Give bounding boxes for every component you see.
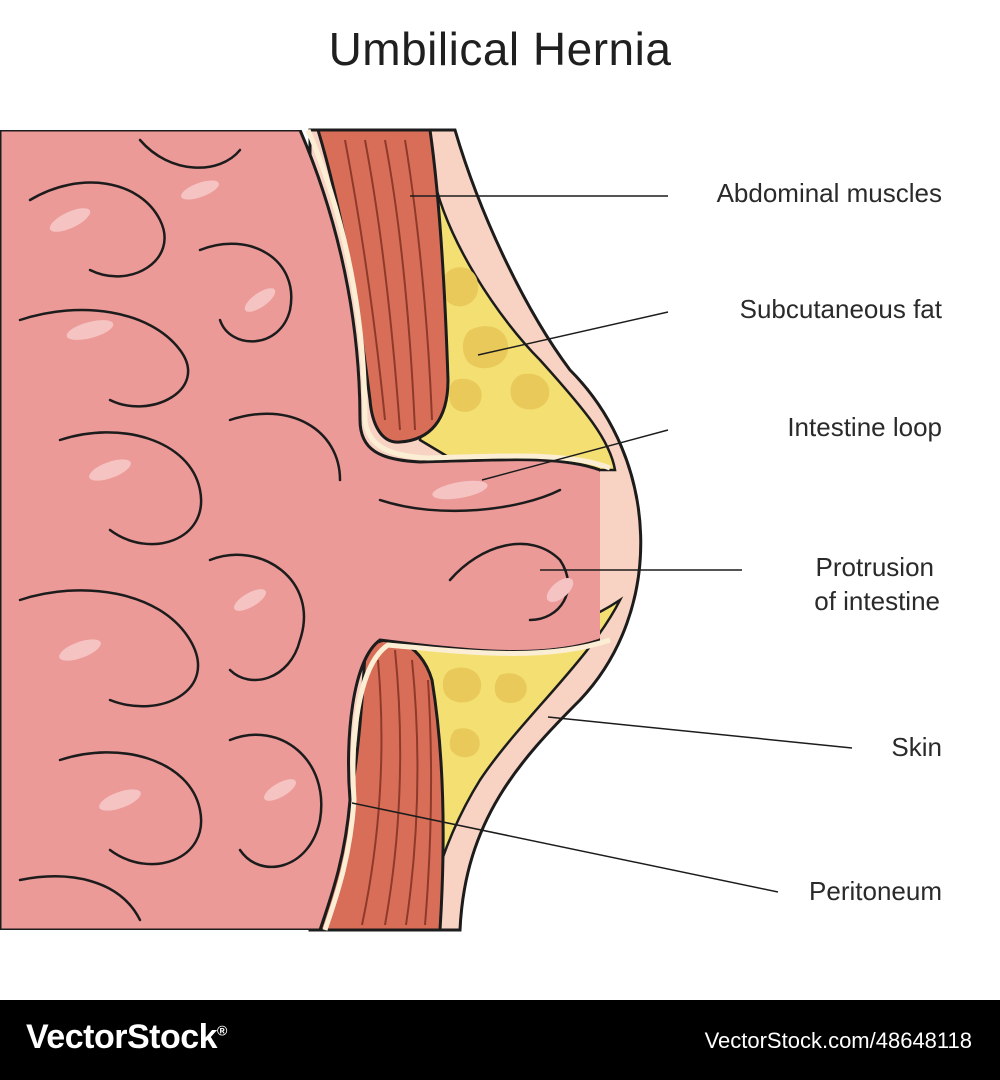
diagram-title: Umbilical Hernia <box>328 23 672 75</box>
leader-skin <box>547 716 853 749</box>
brand-logo[interactable]: VectorStock® <box>26 1018 227 1057</box>
footer-bar: VectorStock® VectorStock.com/48648118 <box>0 1000 1000 1080</box>
intestine-mass <box>0 130 600 930</box>
image-id-link[interactable]: VectorStock.com/48648118 <box>704 1028 972 1053</box>
peritoneum-layer <box>305 129 611 471</box>
label-subcutaneous-fat: Subcutaneous fat <box>739 294 942 324</box>
label-peritoneum: Peritoneum <box>809 876 942 906</box>
label-skin: Skin <box>891 732 942 762</box>
brand-name: VectorStock <box>26 1018 218 1056</box>
hernia-illustration <box>0 128 853 932</box>
label-abdominal-muscles: Abdominal muscles <box>716 178 942 208</box>
leader-intestine-loop <box>481 429 669 481</box>
registered-mark: ® <box>217 1022 227 1039</box>
leader-peritoneum <box>351 802 779 893</box>
leader-subcutaneous-fat <box>477 311 669 356</box>
label-intestine-loop: Intestine loop <box>787 412 942 442</box>
label-protrusion-line2: of intestine <box>814 586 940 616</box>
label-protrusion-line1: Protrusion <box>815 552 935 582</box>
